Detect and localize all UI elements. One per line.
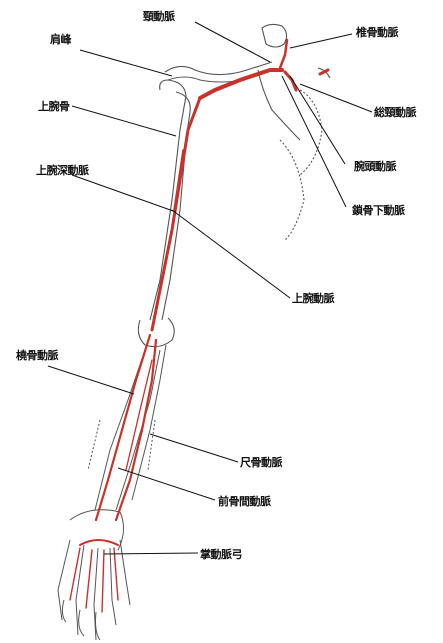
label-ulnar-artery: 尺骨動脈 [240, 454, 282, 470]
label-brachiocephalic-artery: 腕頭動脈 [354, 158, 396, 174]
label-radial-artery: 橈骨動脈 [16, 347, 58, 363]
brachial-artery [152, 98, 200, 330]
deep-brachial-artery [174, 150, 183, 210]
label-vertebral-artery: 椎骨動脈 [356, 24, 398, 40]
label-deep-brachial-artery: 上腕深動脈 [36, 162, 89, 178]
shoulder-bones [165, 24, 330, 240]
hand-bones [58, 510, 130, 640]
label-total-carotid-artery: 総頸動脈 [374, 104, 416, 120]
label-brachial-artery: 上腕動脈 [292, 290, 334, 306]
brachiocephalic-trunk [285, 72, 296, 90]
label-palmar-arch: 掌動脈弓 [200, 546, 242, 562]
label-acromion: 肩峰 [50, 31, 71, 47]
leader-lines [48, 22, 372, 554]
interosseous-artery [126, 360, 152, 470]
label-subclavian-artery: 鎖骨下動脈 [352, 202, 405, 218]
palmar-arch-artery [80, 540, 118, 545]
humerus-bone [138, 80, 190, 347]
arteries [70, 40, 328, 612]
label-anterior-interosseous-artery: 前骨間動脈 [218, 493, 271, 509]
label-humerus: 上腕骨 [38, 98, 70, 114]
label-common-carotid-artery: 頸動脈 [143, 8, 175, 24]
